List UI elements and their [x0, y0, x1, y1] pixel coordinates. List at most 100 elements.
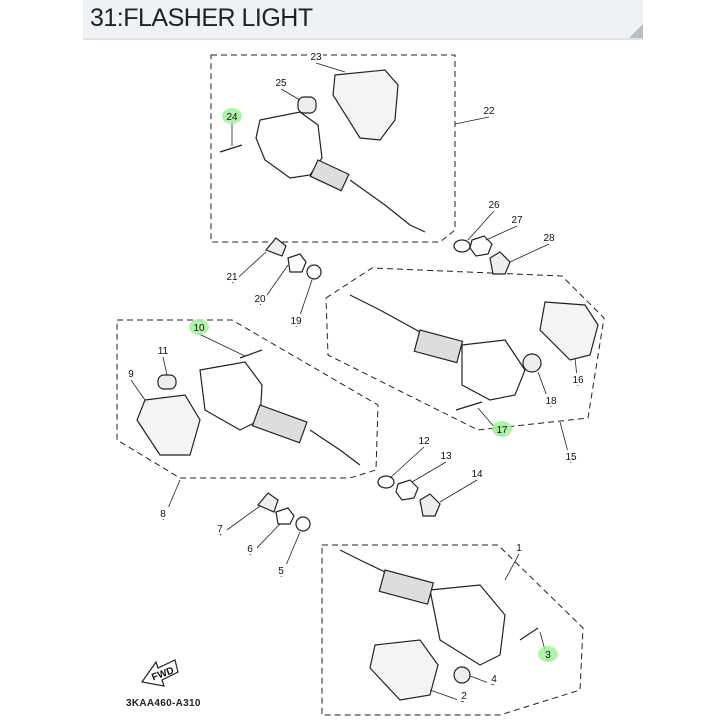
highlight-marker [189, 319, 209, 335]
highlight-marker [492, 421, 512, 437]
wire-22 [349, 179, 426, 233]
bulb-4 [453, 666, 471, 684]
washer-5 [295, 516, 311, 532]
callout-number: 14 [471, 469, 483, 480]
callout-16: 16 [571, 357, 585, 387]
leader-line [509, 243, 550, 263]
assembly-boxes [116, 54, 605, 716]
leader-line [198, 333, 246, 357]
stem-22 [309, 159, 350, 192]
callout-number: 6 [247, 544, 253, 555]
callout-number: 20 [254, 294, 266, 305]
assembly-box-8 [116, 319, 379, 479]
wire-1 [339, 549, 386, 573]
nut-13 [395, 479, 419, 501]
callout-7: 7 [213, 505, 261, 536]
housing-1 [429, 584, 506, 666]
washer-26 [453, 239, 471, 253]
callout-number: 21 [226, 272, 238, 283]
callout-labels: 1234567891011121314151617181920212223242… [124, 50, 585, 703]
parts [136, 69, 599, 701]
nut-6 [275, 507, 295, 525]
callout-1: 1 [504, 541, 526, 581]
leader-line [411, 461, 447, 483]
callout-9: 9 [124, 367, 146, 401]
callout-number: 18 [545, 396, 557, 407]
highlight-marker [538, 646, 558, 662]
callout-24: 24 [222, 108, 242, 146]
stem-1 [378, 569, 435, 605]
leader-line [454, 116, 490, 125]
callout-number: 23 [310, 52, 322, 63]
callout-28: 28 [509, 231, 556, 263]
callout-number: 17 [496, 425, 508, 436]
callout-15: 15 [559, 421, 578, 464]
callout-23: 23 [309, 50, 346, 73]
callout-2: 2 [429, 689, 471, 703]
page-title: 31:FLASHER LIGHT [90, 4, 313, 32]
callout-number: 9 [128, 369, 134, 380]
nut-27 [469, 235, 493, 257]
callout-5: 5 [274, 531, 301, 578]
leader-line [315, 62, 346, 73]
callout-number: 1 [516, 543, 522, 554]
callout-number: 7 [217, 524, 223, 535]
callout-number: 16 [572, 375, 584, 386]
leader-line [485, 225, 518, 241]
callout-number: 27 [511, 215, 523, 226]
lens-2 [369, 639, 439, 701]
nut-20 [287, 253, 307, 273]
lens-23 [332, 69, 399, 141]
wire-15 [349, 294, 421, 333]
callout-18: 18 [537, 371, 558, 408]
diagram-code: 3KAA460-A310 [126, 698, 201, 709]
callout-6: 6 [243, 523, 281, 556]
leader-line [162, 356, 168, 376]
leader-line [467, 210, 495, 241]
leader-line [504, 553, 520, 581]
lens-9 [136, 394, 201, 456]
housing-22 [255, 111, 323, 179]
washer-19 [306, 264, 322, 280]
bulb-25 [297, 96, 317, 114]
callout-27: 27 [485, 213, 524, 241]
callout-26: 26 [467, 198, 501, 241]
callout-12: 12 [389, 434, 431, 479]
callout-number: 12 [418, 436, 430, 447]
stem-8 [251, 404, 308, 444]
leader-line [280, 88, 301, 101]
callout-8: 8 [156, 479, 181, 521]
grommet-7 [257, 492, 279, 513]
callout-number: 15 [565, 452, 577, 463]
grommet-21 [264, 237, 287, 257]
leader-line [130, 379, 146, 401]
stem-15 [413, 329, 464, 364]
lens-16 [539, 301, 599, 361]
callout-number: 24 [226, 112, 238, 123]
fwd-arrow-icon [140, 659, 179, 687]
callout-number: 4 [491, 674, 497, 685]
screw-10 [239, 349, 263, 359]
screw-24 [219, 144, 243, 153]
assembly-box-1 [321, 544, 584, 716]
leader-line [439, 479, 478, 503]
housing-15 [461, 339, 526, 401]
assembly-box-15 [325, 267, 605, 431]
callout-14: 14 [439, 467, 484, 503]
corner-fold-icon [629, 24, 643, 38]
callout-19: 19 [289, 279, 313, 328]
bulb-11 [157, 374, 177, 390]
callout-number: 13 [440, 451, 452, 462]
callout-number: 8 [160, 509, 166, 520]
leader-line [389, 446, 425, 479]
assembly-box-22 [210, 54, 456, 243]
highlight-marker [222, 108, 242, 124]
callout-3: 3 [538, 631, 558, 662]
callout-22: 22 [454, 104, 496, 125]
cap-14 [419, 493, 441, 517]
callout-20: 20 [253, 264, 289, 306]
callout-number: 3 [545, 650, 551, 661]
callout-17: 17 [477, 407, 512, 437]
screw-17 [455, 401, 483, 411]
